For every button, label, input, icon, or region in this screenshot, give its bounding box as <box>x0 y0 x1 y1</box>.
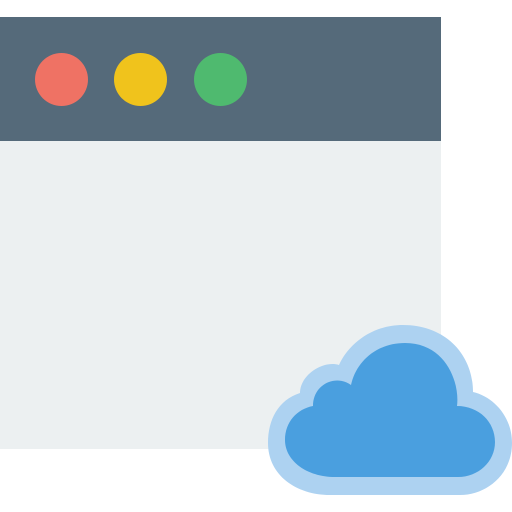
browser-window <box>0 17 441 449</box>
minimize-button[interactable] <box>114 53 167 106</box>
cloud-icon <box>268 325 512 495</box>
window-title-bar <box>0 17 441 141</box>
close-button[interactable] <box>35 53 88 106</box>
maximize-button[interactable] <box>194 53 247 106</box>
cloud-fill <box>285 343 495 477</box>
